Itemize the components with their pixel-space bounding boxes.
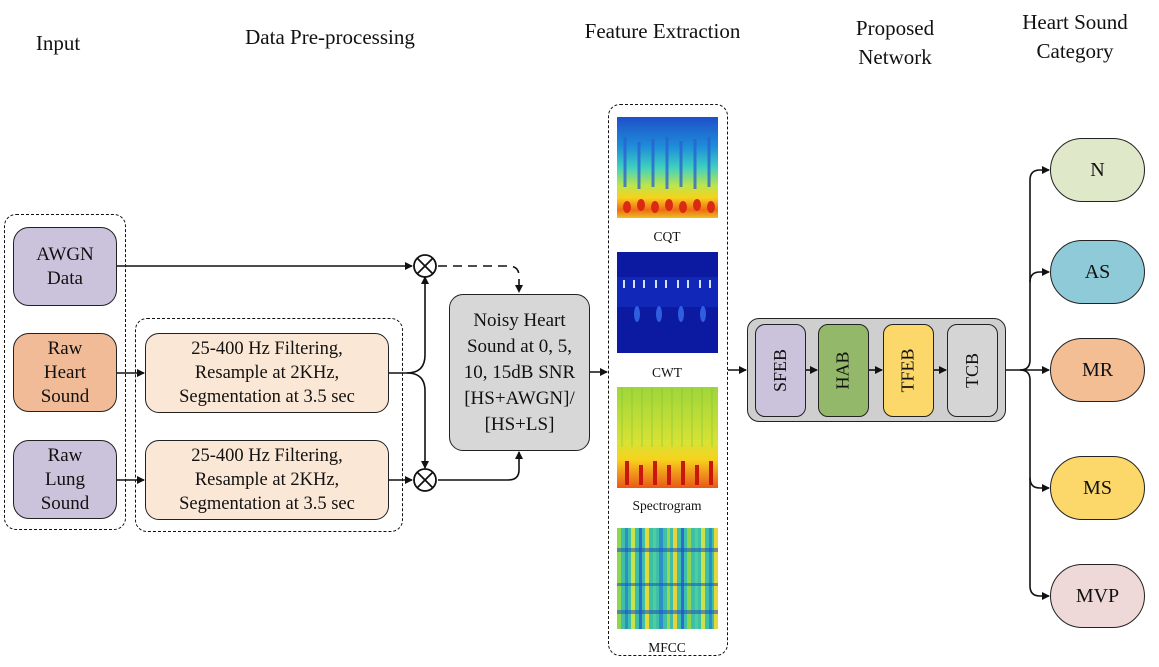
network-to-categories-trunk [1006, 166, 1050, 371]
raw-lung-line1: Raw [47, 444, 83, 466]
pre1-line1: 25-400 Hz Filtering, [191, 339, 343, 359]
pre2-line3: Segmentation at 3.5 sec [179, 494, 355, 514]
sfeb-block: SFEB [755, 324, 806, 417]
header-network-line1: Proposed [855, 16, 935, 40]
category-n: N [1050, 138, 1145, 202]
cwt-caption: CWT [652, 365, 682, 380]
mixer1-to-noisy-dashed [438, 265, 523, 293]
cqt-image [617, 117, 718, 218]
heart-pre-branch [389, 276, 429, 374]
raw-heart-line1: Raw [47, 337, 83, 359]
heart-pre-branch-down [406, 372, 429, 469]
category-ms: MS [1050, 456, 1145, 520]
cwt-image [617, 252, 718, 353]
header-input: Input [35, 31, 81, 55]
mfcc-caption: MFCC [648, 640, 686, 655]
category-ms-label: MS [1083, 476, 1112, 499]
raw-lung-line2: Lung [44, 468, 86, 490]
awgn-line2: Data [47, 267, 83, 289]
spectrogram-caption: Spectrogram [632, 498, 702, 513]
lung-preprocessing-box: 25-400 Hz Filtering, Resample at 2KHz, Seg… [145, 440, 389, 520]
header-feature-extraction: Feature Extraction [584, 19, 741, 43]
category-mvp-label: MVP [1075, 584, 1120, 607]
input-group [4, 214, 126, 530]
category-mr: MR [1050, 338, 1145, 402]
raw-heart-line3: Sound [40, 385, 90, 407]
raw-heart-line2: Heart [43, 361, 87, 383]
noisy-line5: [HS+LS] [484, 413, 555, 435]
mixer-icon-bottom [413, 468, 437, 492]
branch-to-as [1029, 268, 1050, 283]
category-mvp: MVP [1050, 564, 1145, 628]
noisy-line1: Noisy Heart [473, 309, 566, 331]
pre2-line2: Resample at 2KHz, [194, 470, 340, 490]
header-heart-sound-category: Heart Sound Category [995, 8, 1155, 66]
category-as-label: AS [1084, 260, 1111, 283]
header-network-line2: Network [858, 45, 932, 69]
noisy-heart-sound-box: Noisy Heart Sound at 0, 5, 10, 15dB SNR … [449, 294, 590, 451]
noisy-line2: Sound at 0, 5, [466, 335, 572, 357]
header-category-line1: Heart Sound [1022, 10, 1128, 34]
spectrogram-image [617, 387, 718, 488]
mfcc-image [617, 528, 718, 629]
cqt-caption: CQT [653, 229, 681, 244]
pre1-line2: Resample at 2KHz, [194, 363, 340, 383]
raw-lung-line3: Sound [40, 492, 90, 514]
tcb-block: TCB [947, 324, 998, 417]
branch-lower-trunk [1019, 369, 1050, 600]
category-n-label: N [1090, 158, 1105, 181]
feature-extraction-group [608, 104, 728, 656]
tfeb-block: TFEB [883, 324, 934, 417]
header-preprocessing: Data Pre-processing [245, 25, 415, 49]
noisy-line4: [HS+AWGN]/ [464, 387, 575, 409]
header-proposed-network: Proposed Network [815, 14, 975, 72]
preprocessing-group [135, 318, 403, 532]
category-mr-label: MR [1081, 358, 1114, 381]
pre1-line3: Segmentation at 3.5 sec [179, 387, 355, 407]
mixer2-to-noisy-line [438, 451, 523, 481]
awgn-line1: AWGN [36, 243, 94, 265]
pre2-line1: 25-400 Hz Filtering, [191, 446, 343, 466]
heart-preprocessing-box: 25-400 Hz Filtering, Resample at 2KHz, Seg… [145, 333, 389, 413]
branch-to-ms [1029, 477, 1050, 492]
mixer-icon-top [413, 254, 437, 278]
header-category-line2: Category [1036, 39, 1114, 63]
hab-block: HAB [818, 324, 869, 417]
category-as: AS [1050, 240, 1145, 304]
noisy-line3: 10, 15dB SNR [463, 361, 576, 383]
